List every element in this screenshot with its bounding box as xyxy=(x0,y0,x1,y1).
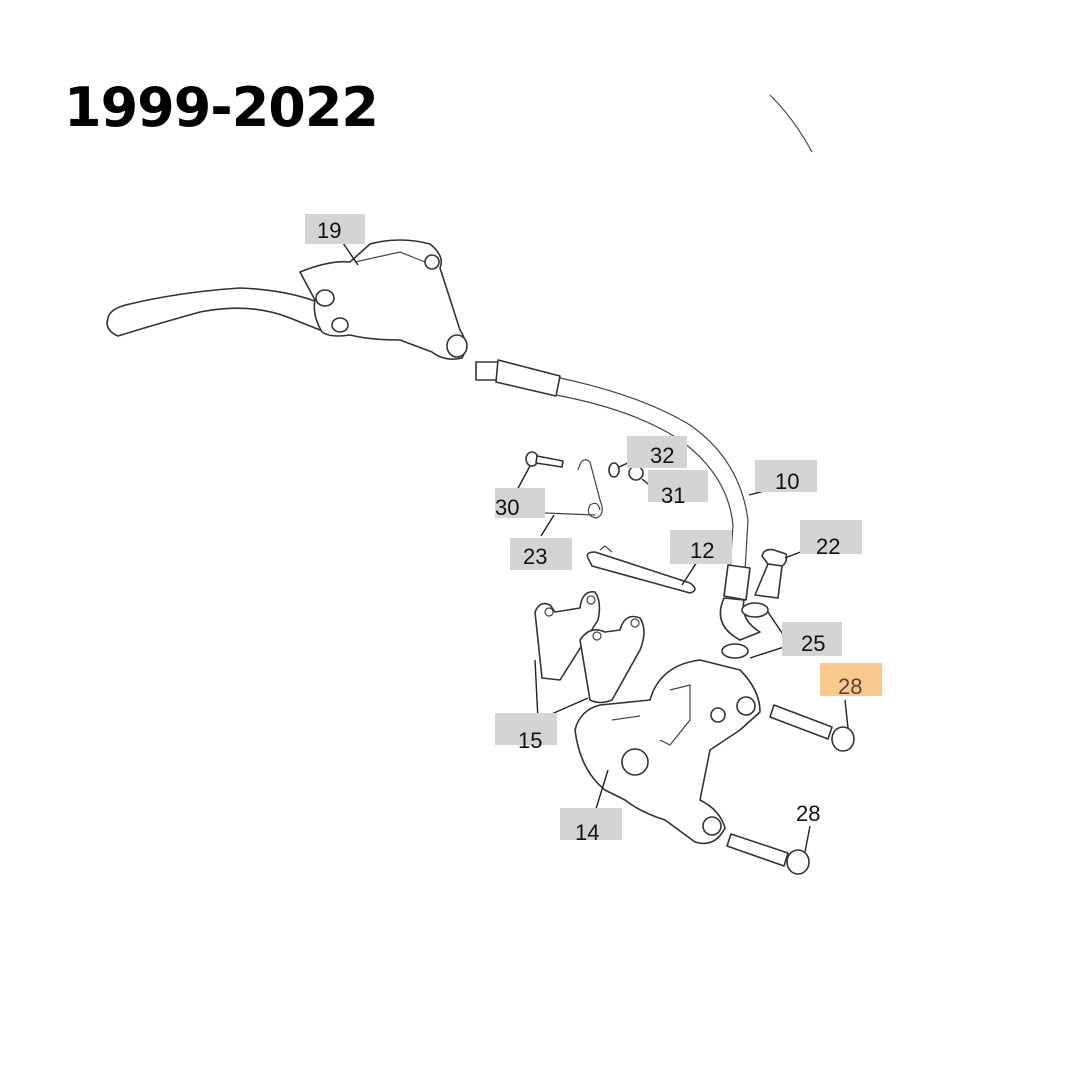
label-bg-25 xyxy=(782,622,842,656)
pad-pin-12 xyxy=(586,551,696,594)
part-label-12: 12 xyxy=(690,538,714,563)
washer-32 xyxy=(608,462,620,478)
part-label-28: 28 xyxy=(796,801,820,826)
bolt-28-upper xyxy=(769,704,855,752)
label-bg-31 xyxy=(648,470,708,502)
part-label-30: 30 xyxy=(495,495,519,520)
part-label-25: 25 xyxy=(801,631,825,656)
part-label-32: 32 xyxy=(650,443,674,468)
label-bg-14 xyxy=(560,808,622,840)
label-bg-30 xyxy=(495,488,545,518)
part-label-23: 23 xyxy=(523,544,547,569)
part-label-14: 14 xyxy=(575,820,599,845)
label-bg-19 xyxy=(305,214,365,244)
part-label-10: 10 xyxy=(775,469,799,494)
label-bg-28-highlighted xyxy=(820,663,882,696)
bolt-28-lower xyxy=(726,833,810,875)
banjo-bolt-22 xyxy=(754,548,788,599)
label-bg-12 xyxy=(670,530,732,564)
label-bg-32 xyxy=(627,436,687,468)
stray-line xyxy=(769,94,813,153)
part-label-19: 19 xyxy=(317,218,341,243)
label-bg-15 xyxy=(495,713,557,745)
spring-23 xyxy=(544,459,603,519)
part-label-15: 15 xyxy=(518,728,542,753)
brake-pads-15 xyxy=(534,591,645,704)
year-range-title: 1999-2022 xyxy=(64,76,379,139)
caliper-14 xyxy=(574,659,761,845)
nut-31 xyxy=(628,465,644,481)
label-bg-10 xyxy=(755,460,817,492)
part-label-28-highlighted: 28 xyxy=(838,674,862,699)
part-label-22: 22 xyxy=(816,534,840,559)
washer-25b xyxy=(721,643,749,659)
label-bg-22 xyxy=(800,520,862,554)
brake-hose xyxy=(475,359,761,641)
master-cylinder-lever xyxy=(106,239,468,360)
part-label-31: 31 xyxy=(661,483,685,508)
bolt-30 xyxy=(525,451,564,468)
washer-25a xyxy=(741,602,769,618)
label-bg-23 xyxy=(510,538,572,570)
